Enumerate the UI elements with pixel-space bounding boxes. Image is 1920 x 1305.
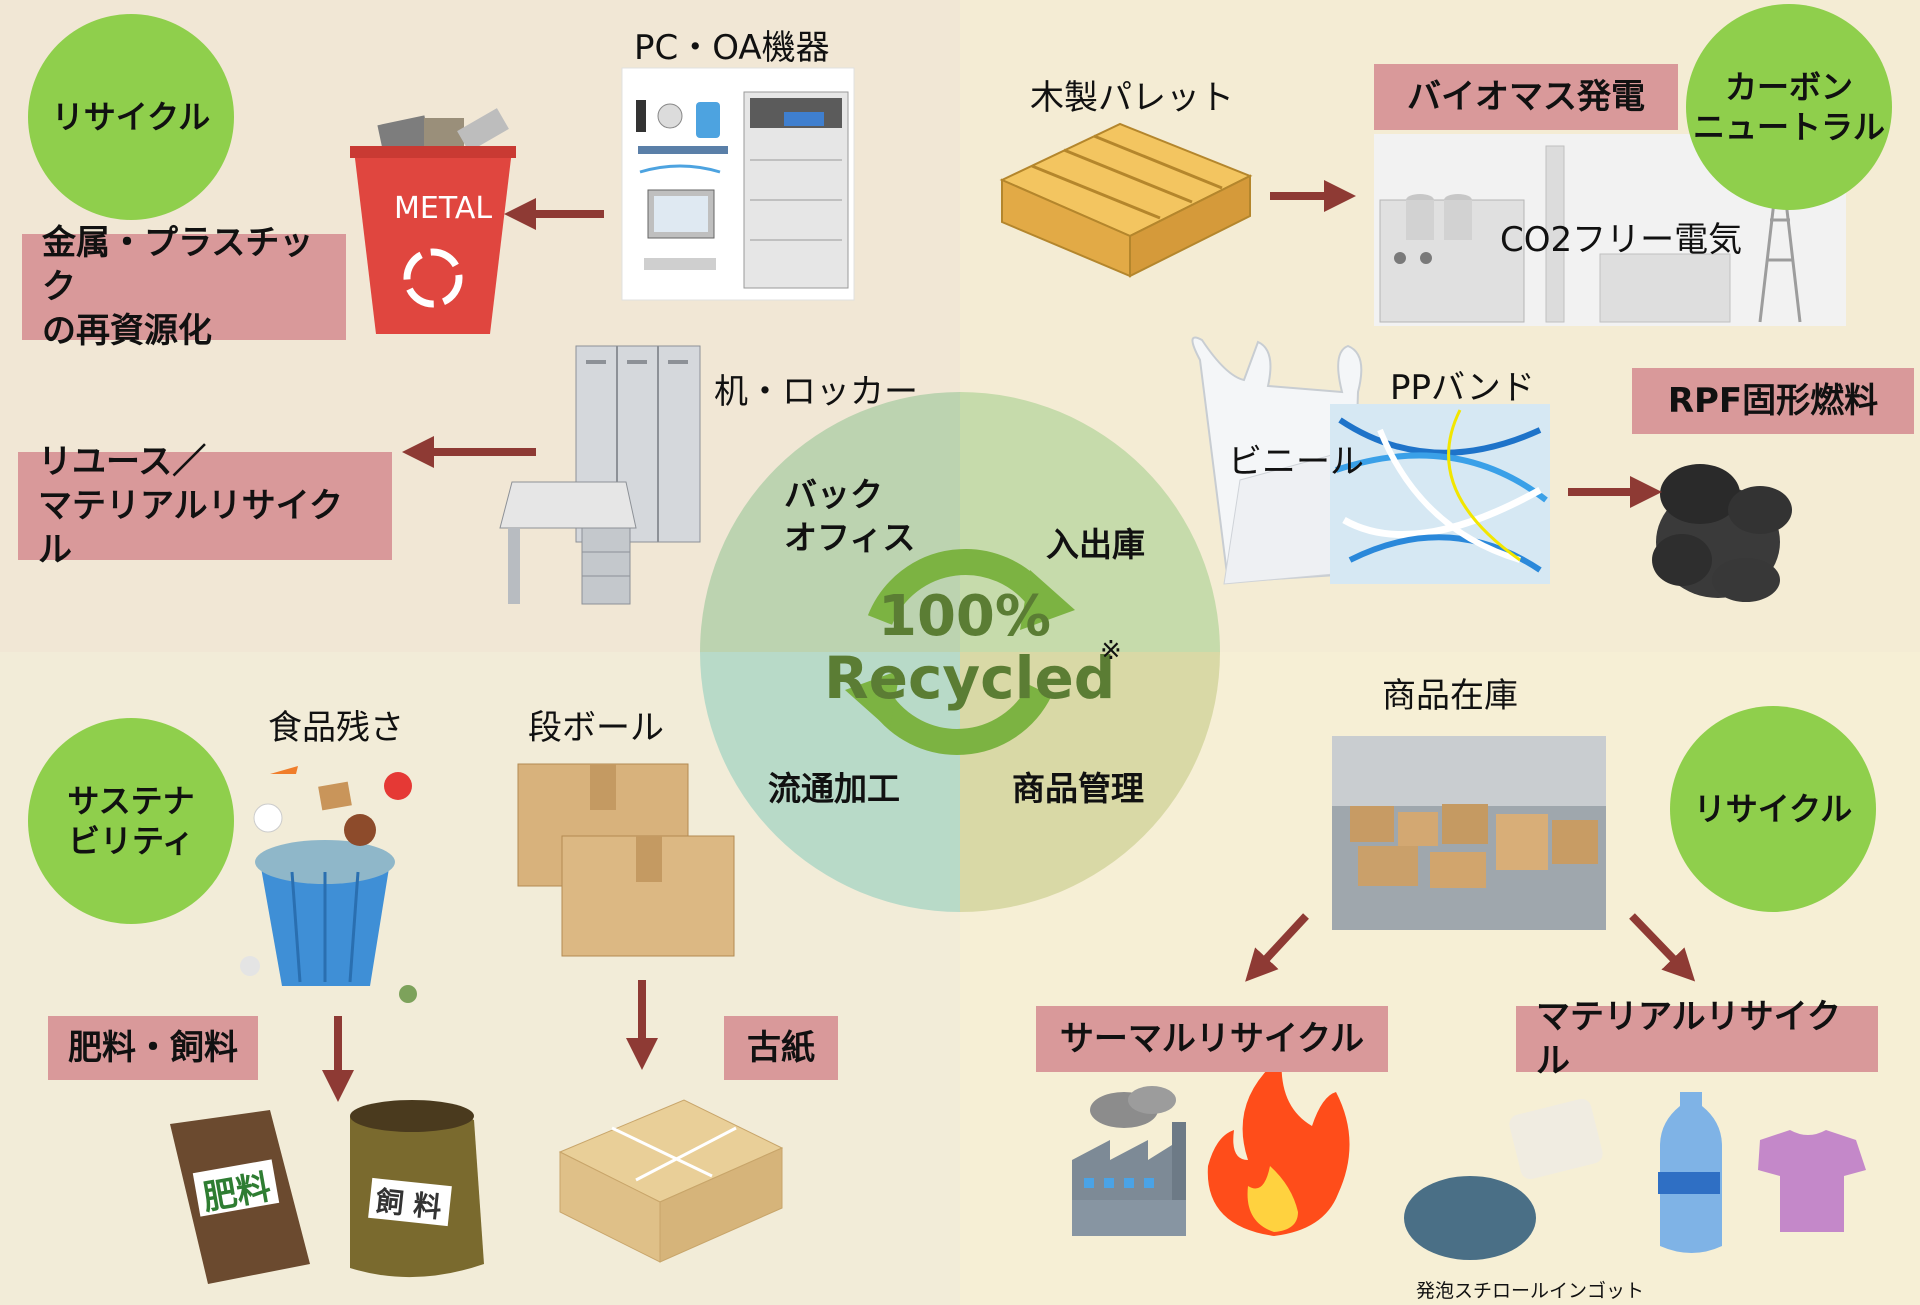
- box-reuse-line2: マテリアルリサイクル: [38, 485, 343, 571]
- center-percent: 100%: [878, 584, 1052, 649]
- box-metal-line2: の再資源化: [42, 311, 212, 352]
- label-product-inventory: 商品在庫: [1382, 676, 1518, 716]
- segment-back-office-line2: オフィス: [784, 517, 916, 557]
- warehouse-image: [1332, 736, 1606, 930]
- fertilizer-feed-bags-illustration: 肥料 飼 料: [170, 1100, 484, 1284]
- box-waste-paper-label: 古紙: [747, 1027, 815, 1068]
- box-biomass-label: バイオマス発電: [1407, 76, 1645, 117]
- center-recycled: Recycled: [824, 644, 1116, 712]
- oa-equipment-illustration: [621, 67, 855, 301]
- material-recycle-illustration: [1404, 1092, 1866, 1260]
- label-food-waste: 食品残さ: [268, 708, 404, 748]
- feed-bag-text: 飼 料: [374, 1185, 443, 1225]
- badge-carbon-neutral-line2: ニュートラル: [1692, 108, 1885, 146]
- pp-band-image: [1330, 404, 1550, 584]
- label-cardboard: 段ボール: [528, 708, 664, 748]
- label-styrofoam-ingot: 発泡スチロールインゴット: [1416, 1280, 1645, 1302]
- segment-product-management: 商品管理: [1012, 769, 1144, 808]
- label-desk-locker: 机・ロッカー: [714, 372, 918, 412]
- badge-recycle-bottom-right: リサイクル: [1670, 706, 1876, 912]
- cardboard-illustration: [517, 763, 735, 957]
- box-metal-line1: 金属・プラスチック: [42, 222, 314, 307]
- wooden-pallet-illustration: [999, 122, 1253, 278]
- box-waste-paper: 古紙: [724, 1016, 838, 1080]
- box-rpf-label: RPF固形燃料: [1667, 380, 1879, 421]
- segment-back-office: バック オフィス: [784, 474, 915, 560]
- label-pc-oa: PC・OA機器: [634, 28, 830, 68]
- badge-recycle-top-left-label: リサイクル: [51, 98, 211, 136]
- box-biomass-power: バイオマス発電: [1374, 64, 1678, 130]
- box-fertilizer-feed: 肥料・飼料: [48, 1016, 258, 1080]
- badge-carbon-neutral: カーボン ニュートラル: [1686, 4, 1892, 210]
- label-vinyl: ビニール: [1228, 442, 1364, 482]
- vinyl-bag-illustration: [1191, 336, 1363, 585]
- box-thermal-label: サーマルリサイクル: [1059, 1018, 1365, 1059]
- metal-bin-text: METAL: [394, 191, 492, 226]
- segment-back-office-line1: バック: [784, 475, 883, 514]
- badge-carbon-neutral-line1: カーボン: [1724, 68, 1853, 106]
- badge-recycle-top-left: リサイクル: [28, 14, 234, 220]
- box-rpf-fuel: RPF固形燃料: [1632, 368, 1914, 434]
- label-pp-band: PPバンド: [1390, 368, 1535, 408]
- box-reuse-line1: リユース／: [38, 441, 207, 482]
- box-reuse-material-recycle: リユース／ マテリアルリサイクル: [18, 442, 392, 570]
- box-metal-plastic-recycling: 金属・プラスチック の再資源化: [22, 223, 346, 351]
- rpf-fuel-illustration: [1652, 464, 1792, 602]
- box-material-label: マテリアルリサイクル: [1536, 996, 1841, 1081]
- desk-locker-illustration: [499, 345, 701, 605]
- label-wooden-pallet: 木製パレット: [1030, 78, 1234, 118]
- badge-recycle-bottom-right-label: リサイクル: [1693, 790, 1853, 828]
- factory-fire-illustration: [1072, 1056, 1350, 1236]
- box-thermal-recycle: サーマルリサイクル: [1036, 1006, 1388, 1072]
- box-fertilizer-label: 肥料・飼料: [68, 1027, 238, 1068]
- flow-arrows: [322, 180, 1696, 1102]
- waste-paper-illustration: [558, 1099, 784, 1263]
- box-material-recycle: マテリアルリサイクル: [1516, 997, 1878, 1081]
- badge-sustainability-line2: ビリティ: [67, 822, 195, 860]
- segment-distribution-processing: 流通加工: [768, 769, 900, 808]
- food-waste-illustration: [240, 766, 417, 1003]
- metal-bin-illustration: METAL: [350, 108, 516, 334]
- badge-sustainability-line1: サステナ: [67, 782, 195, 820]
- center-note-mark: ※: [1100, 636, 1122, 666]
- badge-sustainability: サステナ ビリティ: [28, 718, 234, 924]
- segment-inbound-outbound: 入出庫: [1046, 525, 1145, 564]
- label-co2-free-electricity: CO2フリー電気: [1500, 220, 1743, 260]
- center-circle: [700, 392, 1220, 912]
